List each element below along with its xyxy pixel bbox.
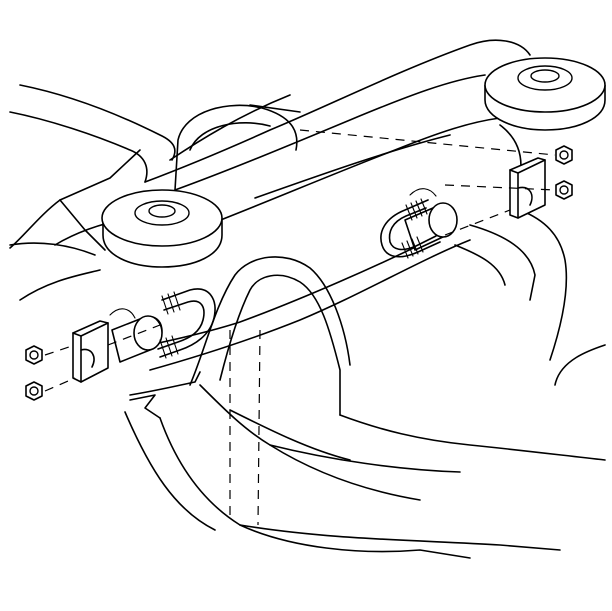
stabilizer-insulator-left	[111, 315, 163, 363]
u-bolt-left	[109, 288, 216, 359]
u-bolt-right	[380, 188, 441, 259]
nut-right-upper	[555, 145, 573, 165]
u-bolt-thread-left-lower	[159, 335, 179, 359]
body-mount-bushing-right	[484, 57, 606, 131]
nut-left-upper	[25, 345, 43, 365]
insulator-clamp-left	[72, 320, 109, 383]
alignment-lines	[44, 129, 556, 526]
insulator-clamp-right	[509, 157, 546, 219]
u-bolt-thread-right-lower	[401, 236, 424, 259]
nut-left-lower	[25, 381, 43, 401]
u-bolt-thread-left-upper	[161, 291, 181, 315]
stabilizer-bar	[124, 234, 606, 559]
body-mount-bushing-left	[101, 189, 223, 268]
stabilizer-insulator-right	[404, 202, 458, 251]
nut-right-lower	[555, 180, 573, 200]
u-bolt-thread-right-upper	[405, 198, 428, 221]
